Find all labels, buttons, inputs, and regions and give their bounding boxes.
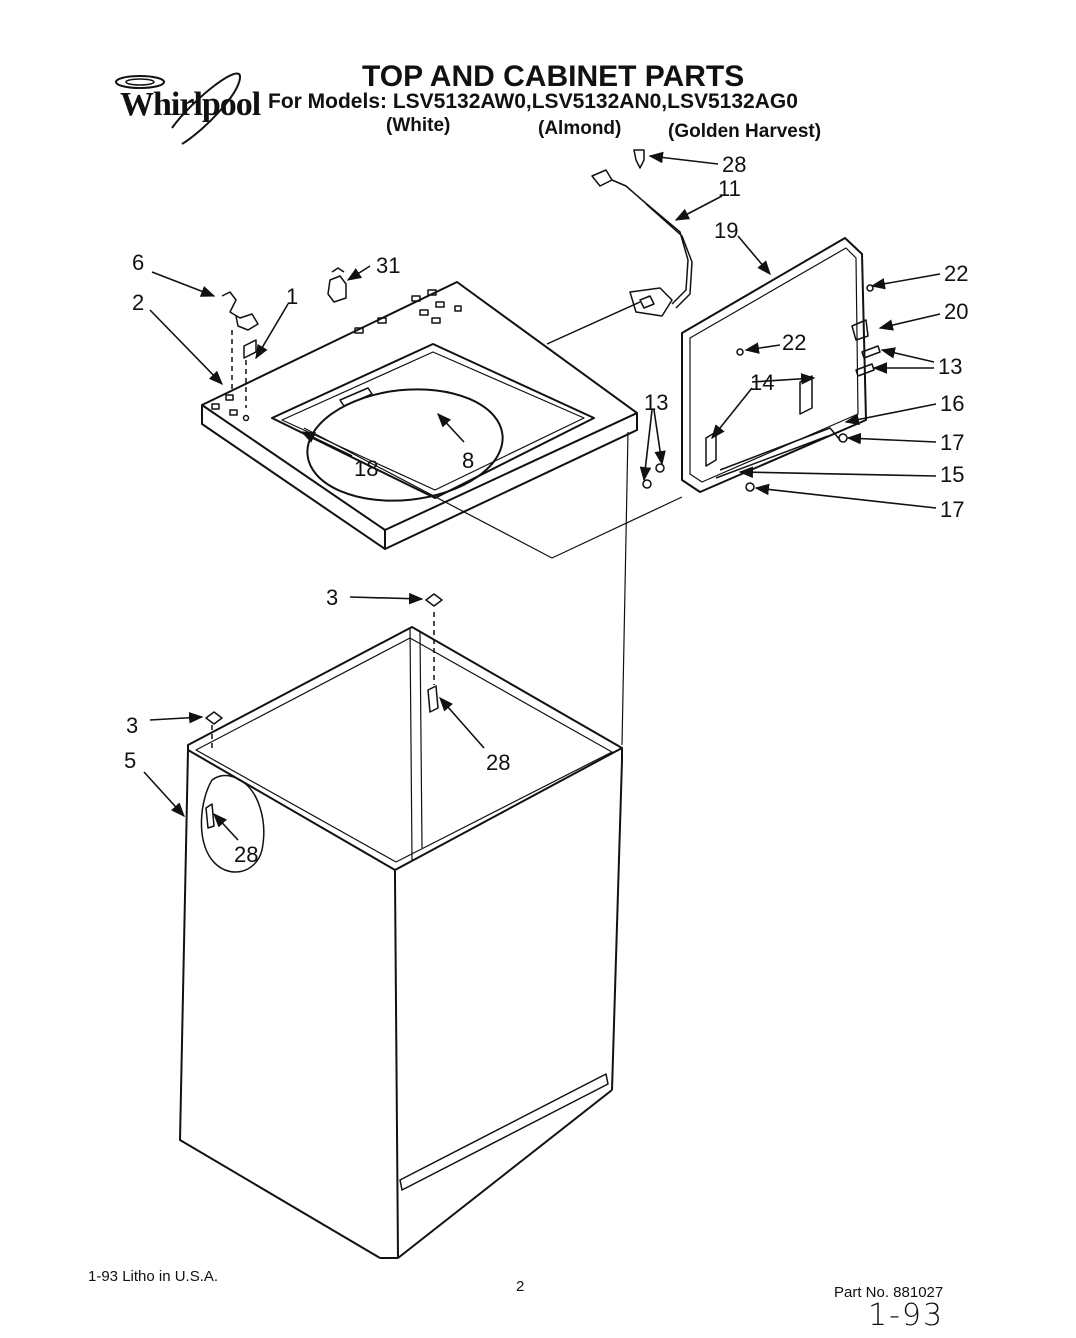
whirlpool-swirl-icon bbox=[115, 72, 242, 145]
callout-22-a: 22 bbox=[944, 261, 968, 286]
callout-28-top: 28 bbox=[722, 152, 746, 177]
callout-3-a: 3 bbox=[326, 585, 338, 610]
callout-15: 15 bbox=[940, 462, 964, 487]
callout-11: 11 bbox=[718, 176, 741, 201]
callout-2: 2 bbox=[132, 290, 144, 315]
callout-28-low: 28 bbox=[234, 842, 258, 867]
callout-28-mid: 28 bbox=[486, 750, 510, 775]
callout-17-a: 17 bbox=[940, 430, 964, 455]
callout-22-b: 22 bbox=[782, 330, 806, 355]
handwritten-date: 1-93 bbox=[868, 1298, 945, 1333]
callout-13-b: 13 bbox=[644, 390, 668, 415]
callout-31: 31 bbox=[376, 253, 400, 278]
brand-name: Whirlpool bbox=[120, 86, 261, 123]
color-white: (White) bbox=[386, 115, 451, 136]
litho-note: 1-93 Litho in U.S.A. bbox=[88, 1268, 219, 1285]
callout-5: 5 bbox=[124, 748, 136, 773]
callout-3-b: 3 bbox=[126, 713, 138, 738]
callout-labels: 28 11 19 6 31 2 1 22 20 22 13 14 16 13 1… bbox=[124, 152, 968, 867]
callout-18: 18 bbox=[354, 456, 378, 481]
page-number: 2 bbox=[516, 1278, 525, 1295]
part-number: Part No. 881027 bbox=[834, 1284, 944, 1301]
models-line: For Models: LSV5132AW0,LSV5132AN0,LSV513… bbox=[268, 90, 798, 113]
page-title: TOP AND CABINET PARTS bbox=[362, 60, 745, 93]
cabinet bbox=[179, 593, 623, 1259]
callout-1: 1 bbox=[286, 284, 298, 309]
wire-harness bbox=[546, 149, 693, 345]
color-almond: (Almond) bbox=[538, 118, 622, 139]
callout-8: 8 bbox=[462, 448, 474, 473]
callout-16: 16 bbox=[940, 391, 964, 416]
callout-19: 19 bbox=[714, 218, 738, 243]
callout-14: 14 bbox=[750, 370, 774, 395]
console-frame bbox=[642, 237, 881, 493]
callout-20: 20 bbox=[944, 299, 968, 324]
top-panel bbox=[201, 281, 638, 550]
callout-6: 6 bbox=[132, 250, 144, 275]
callout-leaders bbox=[143, 151, 941, 841]
callout-17-b: 17 bbox=[940, 497, 964, 522]
color-golden-harvest: (Golden Harvest) bbox=[668, 121, 822, 142]
callout-13-a: 13 bbox=[938, 354, 962, 379]
